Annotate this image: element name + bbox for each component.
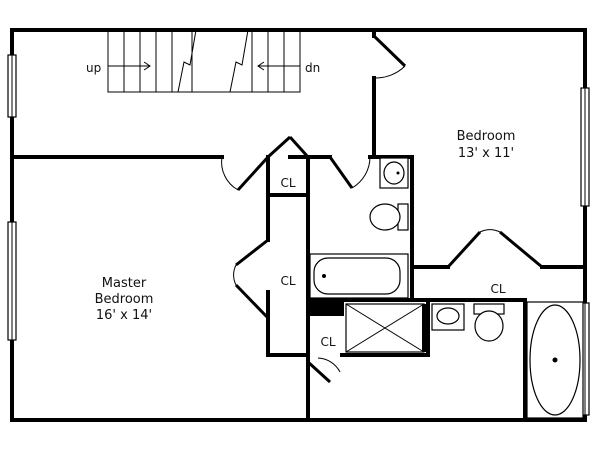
stairs-up-label: up (86, 61, 101, 75)
fixtures (309, 157, 584, 419)
exterior-walls (10, 28, 587, 422)
closet-label-bedroom: CL (490, 282, 505, 296)
master-bedroom-name-line1: Master (102, 276, 147, 291)
master-bedroom-size: 16' x 14' (96, 308, 152, 323)
closet-labels: CL CL CL CL (280, 176, 505, 349)
closet-label-middle-left: CL (280, 274, 295, 288)
bedroom-name: Bedroom (457, 129, 516, 144)
master-bedroom-name-line2: Bedroom (95, 292, 154, 307)
stairs: up dn (86, 29, 320, 93)
interior-walls (10, 28, 587, 422)
doors (221, 34, 543, 384)
stairs-down-label: dn (305, 61, 320, 75)
closet-label-upper-left: CL (280, 176, 295, 190)
bedroom-size: 13' x 11' (458, 146, 514, 161)
room-labels: Bedroom 13' x 11' Master Bedroom 16' x 1… (95, 129, 516, 323)
closet-label-lower-left: CL (320, 335, 335, 349)
